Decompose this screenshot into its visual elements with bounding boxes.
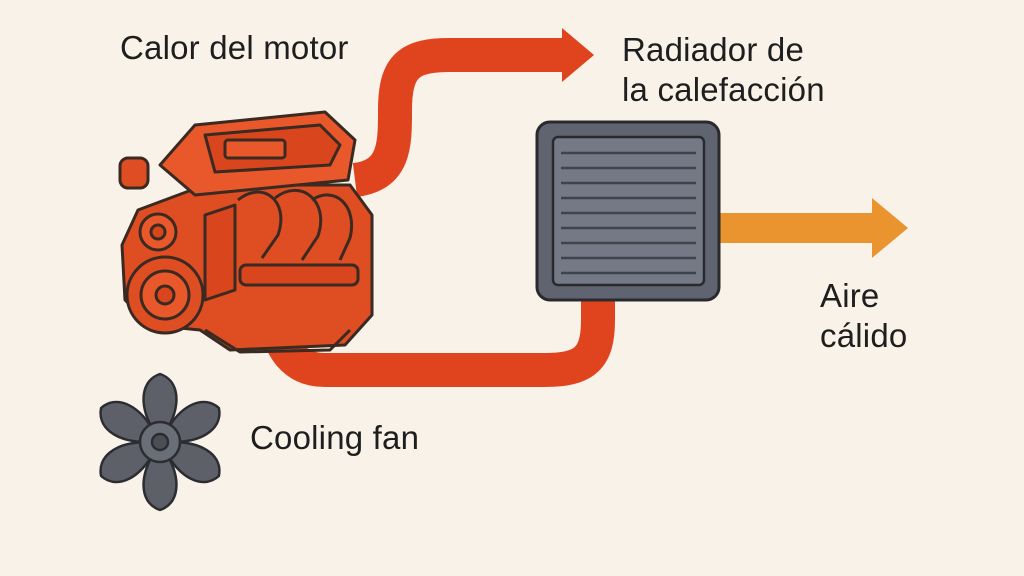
warm-air-arrow-shaft	[710, 213, 880, 243]
heater-core-label-line2: la calefacción	[622, 71, 825, 108]
hot-flow-arrow-top	[351, 38, 568, 197]
fan-icon	[99, 372, 221, 512]
engine-icon	[118, 110, 374, 354]
engine-heat-label: Calor del motor	[120, 29, 349, 66]
warm-air-arrowhead	[872, 198, 908, 258]
cooling-fan-label: Cooling fan	[250, 419, 420, 456]
warm-air-label-line1: Aire	[820, 277, 880, 314]
hot-flow-arrowhead	[562, 28, 594, 82]
heater-core-label-line1: Radiador de	[622, 31, 804, 68]
warm-air-label-line2: cálido	[820, 317, 908, 354]
heater-core-icon	[535, 120, 721, 302]
